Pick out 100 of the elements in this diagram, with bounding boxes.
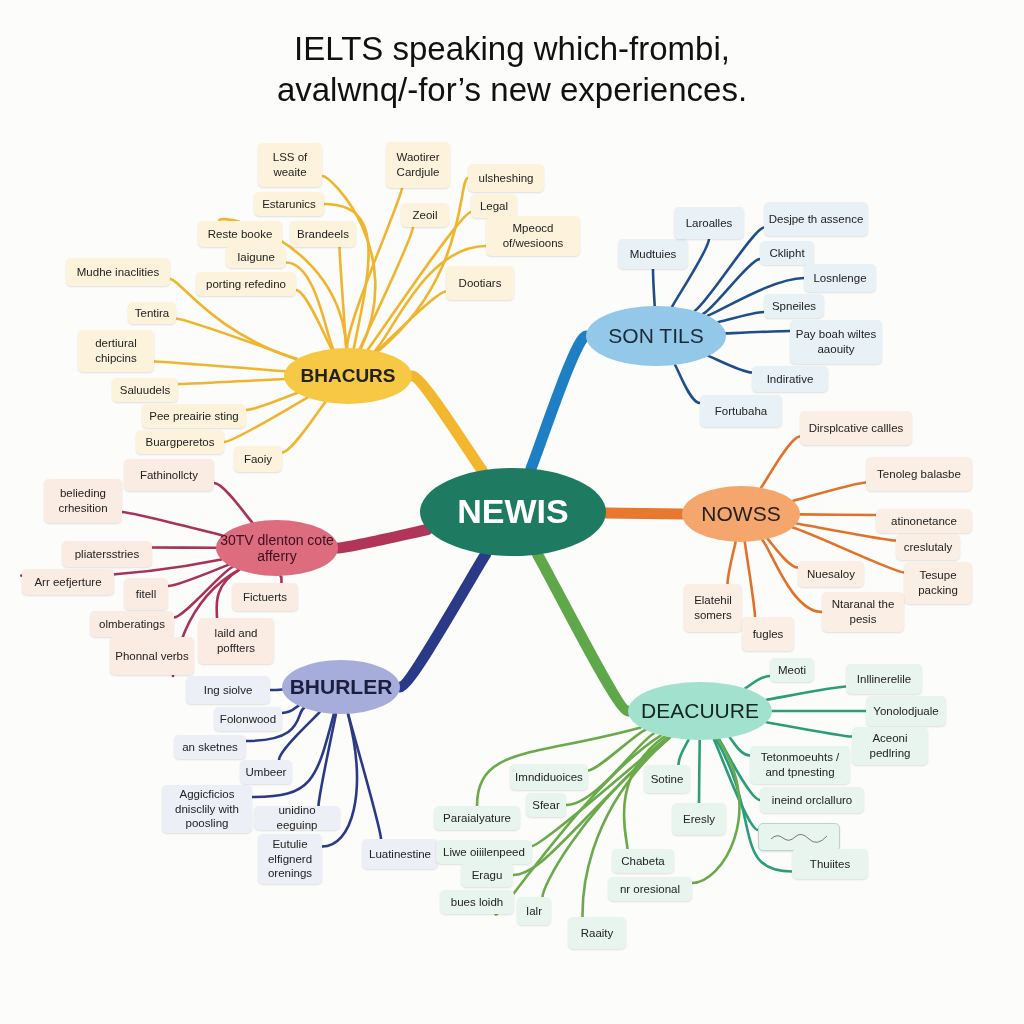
branch-line: [511, 736, 672, 877]
topic-label: Dirsplcative callles: [808, 420, 904, 436]
branch-line: [168, 277, 298, 361]
branch-line: [724, 329, 792, 335]
topic-label: dertiural chipcins: [94, 336, 138, 366]
topic-label: Yonolodjuale: [873, 703, 939, 719]
subtopic-card: [798, 561, 864, 587]
topic-label: Eragu: [471, 867, 503, 883]
blank-note-card: [758, 823, 840, 851]
subtopic-card: [232, 583, 298, 611]
branch-line: [564, 732, 656, 807]
topic-label: fitell: [135, 586, 157, 602]
topic-label: pliatersstries: [74, 546, 140, 562]
branch-line: [294, 288, 333, 351]
subtopic-card: [904, 562, 972, 604]
branch-line: [530, 735, 669, 848]
branch-line: [366, 210, 473, 351]
topic-label: Fictuerts: [242, 589, 288, 605]
topic-label: Fortubaha: [714, 403, 768, 419]
branch-line: [798, 513, 878, 517]
branch-line: [494, 734, 663, 916]
subtopic-card: [510, 764, 588, 790]
branch-line: [673, 363, 702, 405]
branch-line: [728, 736, 752, 757]
subtopic-card: [612, 849, 674, 873]
subtopic-card: [852, 727, 928, 765]
branch-line: [284, 261, 335, 351]
topic-label: Tetonmoeuhts / and tpnesting: [759, 750, 841, 780]
subtopic-card: [846, 664, 922, 694]
topic-label: Nuesaloy: [807, 566, 855, 582]
topic-label: Buargperetos: [145, 434, 215, 450]
branch-line: [761, 538, 824, 614]
subtopic-card: [684, 584, 742, 632]
subtopic-card: [866, 457, 972, 491]
branch-line: [707, 354, 754, 374]
topic-label: Inllinerelile: [856, 671, 912, 687]
subtopic-card: [434, 806, 520, 830]
topic-label: Aggicficios dnisclily with poosling: [174, 786, 240, 832]
topic-title: BHURLER: [289, 674, 393, 700]
branch-line: [279, 574, 283, 585]
topic-label: Tenoleg balasbe: [877, 466, 961, 482]
subtopic-card: [386, 142, 450, 188]
branch-line: [322, 202, 370, 350]
branch-line: [651, 267, 656, 308]
branch-line: [373, 244, 488, 352]
branch-line: [375, 290, 448, 353]
branch-topic-ellipse: [682, 486, 800, 542]
topic-label: bues loidh: [450, 894, 504, 910]
topic-label: Laroalles: [685, 215, 733, 231]
branch-line: [345, 186, 404, 350]
subtopic-card: [804, 264, 876, 292]
subtopic-card: [760, 241, 814, 265]
branch-line: [670, 237, 711, 309]
topic-label: Brandeels: [297, 226, 349, 242]
branch-line: [622, 735, 666, 851]
topic-label: Mudhe inaclities: [76, 264, 160, 280]
branch-line: [150, 546, 218, 550]
topic-label: Pay boah wiltes aaouity: [794, 327, 878, 357]
branch-line: [166, 563, 230, 588]
subtopic-card: [896, 534, 960, 560]
subtopic-card: [196, 272, 296, 296]
branch-line: [701, 257, 762, 316]
topic-label: Liwe oiiilenpeed: [443, 844, 525, 860]
subtopic-card: [186, 676, 270, 704]
subtopic-card: [742, 617, 794, 651]
branch-line: [176, 377, 286, 386]
branch-topic-ellipse: [628, 682, 772, 740]
subtopic-card: [128, 302, 176, 324]
subtopic-card: [822, 592, 904, 632]
topic-label: Dootiars: [458, 275, 502, 291]
topic-label: porting refedino: [206, 276, 286, 292]
topic-label: creslutaly: [903, 539, 953, 555]
subtopic-card: [124, 578, 168, 610]
branch-line: [172, 565, 234, 619]
topic-label: Spneiles: [771, 298, 817, 314]
topic-label: Eutulie elfignerd orenings: [266, 836, 314, 882]
subtopic-card: [700, 395, 782, 427]
subtopic-card: [44, 479, 122, 523]
subtopic-card: [674, 207, 744, 239]
branch-line: [765, 720, 854, 738]
subtopic-card: [764, 202, 868, 236]
branch-topic-ellipse: [586, 306, 726, 366]
subtopic-card: [876, 509, 972, 533]
subtopic-card: [672, 803, 726, 835]
topic-label: Meoti: [777, 662, 807, 678]
topic-label: Pee preairie sting: [149, 408, 239, 424]
topic-label: Losnlenge: [813, 270, 867, 286]
topic-label: unidino eeguinp: [275, 803, 319, 833]
branch-line: [346, 712, 383, 841]
topic-label: Thuiites: [809, 856, 851, 872]
branch-line: [320, 174, 377, 350]
topic-label: Arr eefjerture: [34, 574, 102, 590]
branch-line: [717, 737, 762, 802]
subtopic-card: [78, 330, 154, 372]
branch-line: [280, 400, 327, 454]
branch-line: [791, 481, 868, 503]
branch-line: [338, 245, 348, 350]
topic-label: Estarunics: [262, 196, 316, 212]
subtopic-card: [90, 611, 174, 637]
topic-label: Legal: [479, 198, 509, 214]
